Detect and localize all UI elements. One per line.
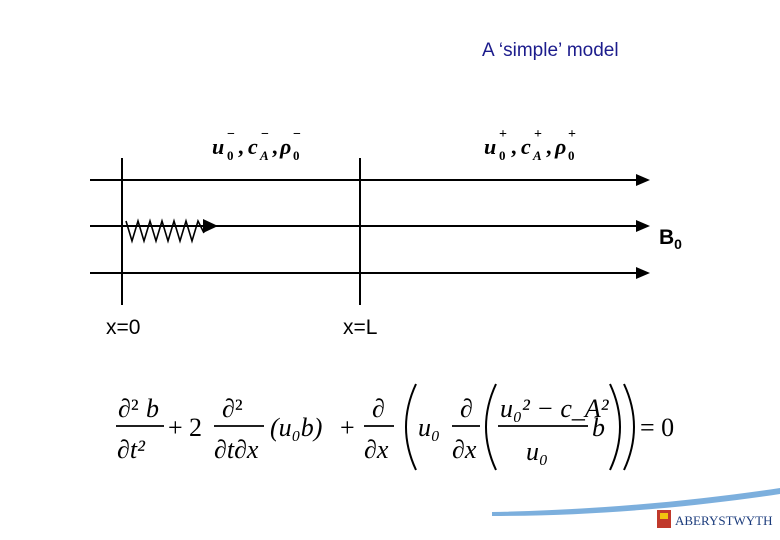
eq-two: 2 — [189, 413, 202, 442]
wave-packet — [125, 218, 205, 244]
svg-text:−: − — [293, 127, 301, 142]
eq-u0b: (u₀b) — [270, 413, 322, 442]
svg-text:ρ: ρ — [279, 134, 291, 159]
eq-numerator: u₀² − c_A² — [500, 394, 610, 423]
decorative-swoosh — [492, 488, 780, 516]
svg-text:+: + — [499, 127, 507, 142]
eq-u0: u₀ — [418, 413, 440, 442]
eq-dtdx: ∂t∂x — [214, 435, 259, 464]
eq-b2: b — [592, 413, 605, 442]
svg-text:+: + — [534, 127, 542, 142]
eq-dt2: ∂t² — [117, 435, 146, 464]
svg-text:,: , — [238, 134, 244, 159]
boundary-label-xL: x=L — [343, 316, 378, 339]
svg-text:A: A — [259, 148, 269, 163]
svg-text:ρ: ρ — [554, 134, 566, 159]
boundary-label-x0: x=0 — [106, 316, 141, 339]
svg-text:ABERYSTWYTH: ABERYSTWYTH — [675, 513, 773, 528]
arrowhead-middle — [636, 220, 650, 232]
eq-dx-1: ∂x — [364, 435, 389, 464]
eq-d-1: ∂ — [372, 394, 385, 423]
svg-text:,: , — [272, 134, 278, 159]
wave-equation: ∂² b ∂t² + 2 ∂² ∂t∂x (u₀b) + ∂ ∂x u₀ ∂ ∂… — [116, 383, 674, 471]
svg-text:+: + — [568, 127, 576, 142]
eq-dx-2: ∂x — [452, 435, 477, 464]
svg-text:,: , — [511, 134, 517, 159]
svg-text:,: , — [546, 134, 552, 159]
eq-plus-2: + — [340, 413, 355, 442]
eq-d-2: ∂ — [460, 394, 473, 423]
arrowhead-bottom — [636, 267, 650, 279]
arrowhead-top — [636, 174, 650, 186]
eq-d2-b: ∂² — [222, 394, 243, 423]
svg-text:u: u — [212, 134, 224, 159]
eq-plus-1: + — [168, 413, 183, 442]
eq-equals: = 0 — [640, 413, 674, 442]
svg-text:u: u — [484, 134, 496, 159]
svg-text:A: A — [532, 148, 542, 163]
svg-text:0: 0 — [568, 148, 575, 163]
svg-text:−: − — [227, 127, 235, 142]
slide-title: A ‘simple’ model — [482, 40, 619, 61]
svg-text:c: c — [521, 134, 531, 159]
eq-denominator: u₀ — [526, 437, 548, 466]
eq-d2: ∂² — [118, 394, 139, 423]
region-left-parameters: u 0 − , c A − , ρ 0 − — [212, 127, 301, 163]
svg-text:0: 0 — [227, 148, 234, 163]
svg-text:c: c — [248, 134, 258, 159]
region-right-parameters: u 0 + , c A + , ρ 0 + — [484, 127, 576, 163]
svg-text:0: 0 — [499, 148, 506, 163]
university-logo: ABERYSTWYTH — [657, 510, 773, 528]
svg-text:0: 0 — [293, 148, 300, 163]
svg-text:−: − — [261, 127, 269, 142]
wave-arrowhead — [203, 219, 218, 233]
eq-b1: b — [146, 394, 159, 423]
field-label-b0: B0 — [659, 226, 682, 253]
